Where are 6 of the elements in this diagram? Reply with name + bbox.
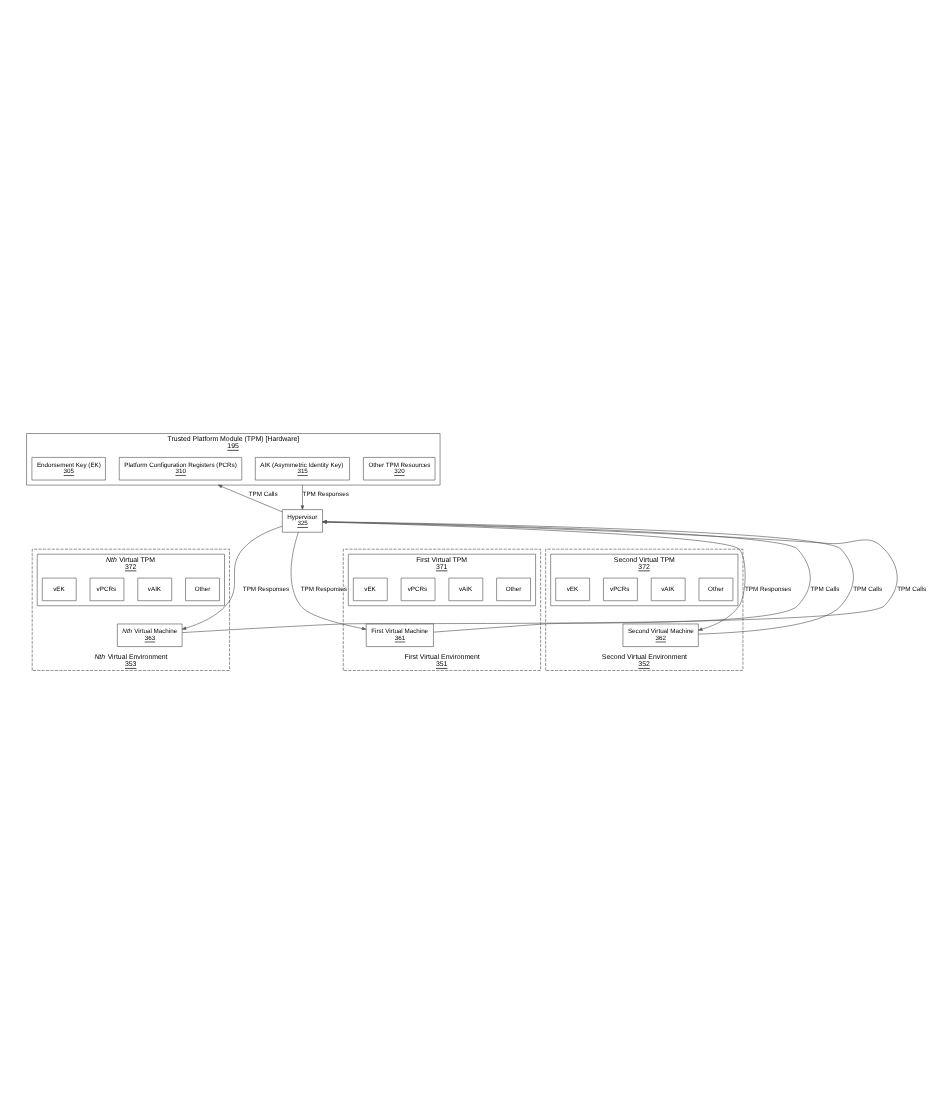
arrow [290, 531, 367, 630]
arrow [181, 519, 898, 632]
arrow [217, 483, 283, 512]
arrow [181, 525, 283, 629]
arrow [300, 483, 305, 509]
arrow [322, 520, 746, 630]
